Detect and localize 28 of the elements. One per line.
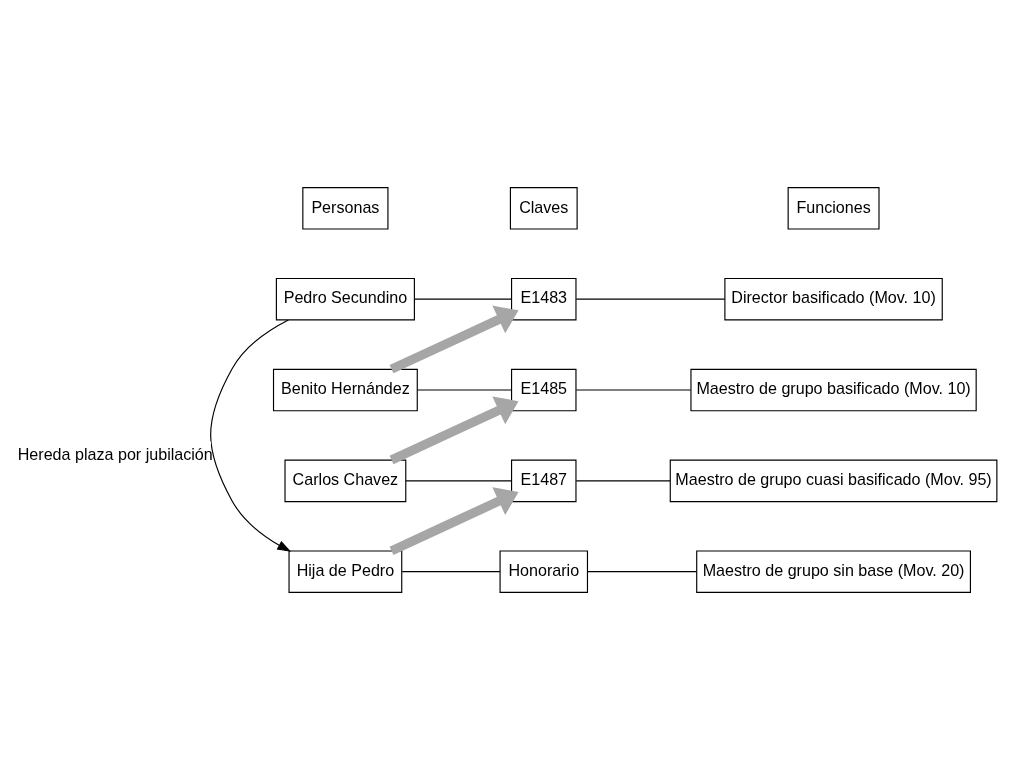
- connector: [575, 480, 671, 482]
- node-box: Honorario: [499, 550, 589, 593]
- connector: [575, 389, 692, 391]
- connector: [416, 389, 512, 391]
- node-box: Director basificado (Mov. 10): [724, 277, 943, 321]
- connector: [405, 480, 512, 482]
- node-box: Maestro de grupo cuasi basificado (Mov. 95): [669, 459, 998, 503]
- node-box: Funciones: [787, 187, 880, 230]
- node-box: Maestro de grupo sin base (Mov. 20): [696, 550, 971, 593]
- arrow: [389, 396, 519, 465]
- node-box: E1483: [511, 277, 577, 321]
- node-box: Benito Hernández: [272, 368, 418, 412]
- arrow: [210, 319, 292, 552]
- edge-label: Hereda plaza por jubilación: [17, 444, 213, 463]
- node-box: Maestro de grupo basificado (Mov. 10): [690, 368, 977, 412]
- node-box: Pedro Secundino: [275, 277, 415, 321]
- node-box: Hija de Pedro: [288, 550, 403, 593]
- connector: [414, 298, 513, 300]
- connector: [587, 571, 698, 573]
- arrow: [389, 305, 519, 374]
- arrow: [389, 487, 519, 556]
- node-box: Carlos Chavez: [284, 459, 407, 503]
- node-box: E1487: [511, 459, 577, 503]
- node-box: Personas: [302, 187, 389, 230]
- connector: [401, 571, 501, 573]
- node-box: Claves: [509, 187, 578, 230]
- node-box: E1485: [511, 368, 577, 412]
- connector: [575, 298, 726, 300]
